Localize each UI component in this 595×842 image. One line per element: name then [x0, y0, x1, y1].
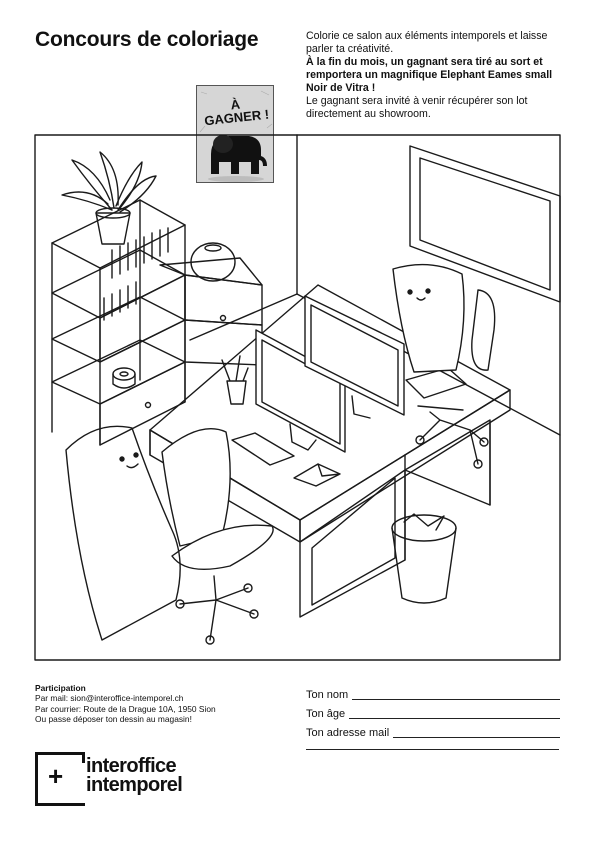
waste-basket	[391, 513, 457, 604]
participation-info: Participation Par mail: sion@interoffice…	[35, 683, 285, 724]
participation-courier: Par courrier: Route de la Drague 10A, 19…	[35, 703, 216, 714]
participation-heading: Participation	[35, 683, 86, 693]
intro-text: Colorie ce salon aux éléments intemporel…	[306, 30, 571, 121]
keyboard	[231, 432, 295, 466]
age-label: Ton âge	[306, 708, 346, 720]
potted-plant	[61, 151, 157, 245]
email-line[interactable]	[393, 737, 560, 738]
monitor-back	[304, 295, 405, 419]
chair-front	[161, 428, 274, 645]
logo-plus: +	[48, 761, 64, 791]
folded-paper	[293, 463, 341, 487]
pen	[417, 405, 464, 411]
character-front	[65, 425, 181, 641]
intro-line-1: Colorie ce salon aux éléments intemporel…	[306, 30, 548, 55]
name-label: Ton nom	[306, 689, 349, 701]
prize-badge: À GAGNER !	[196, 85, 274, 183]
participation-drop-off: Ou passe déposer ton dessin au magasin!	[35, 713, 192, 724]
email-extra-line[interactable]	[306, 749, 559, 750]
chair-back	[415, 289, 496, 469]
character-back	[392, 263, 465, 373]
name-line[interactable]	[352, 699, 560, 700]
elephant-icon	[197, 86, 273, 182]
plus-bracket-icon	[35, 752, 85, 806]
age-field[interactable]: Ton âge	[306, 702, 560, 721]
floor-line-left	[189, 293, 298, 341]
shelving-unit	[51, 199, 263, 446]
intro-line-2: Le gagnant sera invité à venir récupérer…	[306, 95, 528, 120]
page-title: Concours de coloriage	[35, 28, 259, 51]
desk	[149, 284, 511, 618]
brand-logo: + interoffice intemporel	[35, 752, 235, 812]
name-field[interactable]: Ton nom	[306, 683, 560, 702]
window	[409, 145, 561, 303]
participation-mail: Par mail: sion@interoffice-intemporel.ch	[35, 693, 184, 704]
entry-form: Ton nom Ton âge Ton adresse mail	[306, 683, 560, 740]
intro-prize-announcement: À la fin du mois, un gagnant sera tiré a…	[306, 56, 553, 94]
paper-notes	[405, 367, 467, 399]
email-label: Ton adresse mail	[306, 727, 390, 739]
pencil-cup	[221, 355, 249, 405]
logo-wordmark: interoffice intemporel	[86, 755, 183, 796]
age-line[interactable]	[349, 718, 560, 719]
email-field[interactable]: Ton adresse mail	[306, 721, 560, 740]
